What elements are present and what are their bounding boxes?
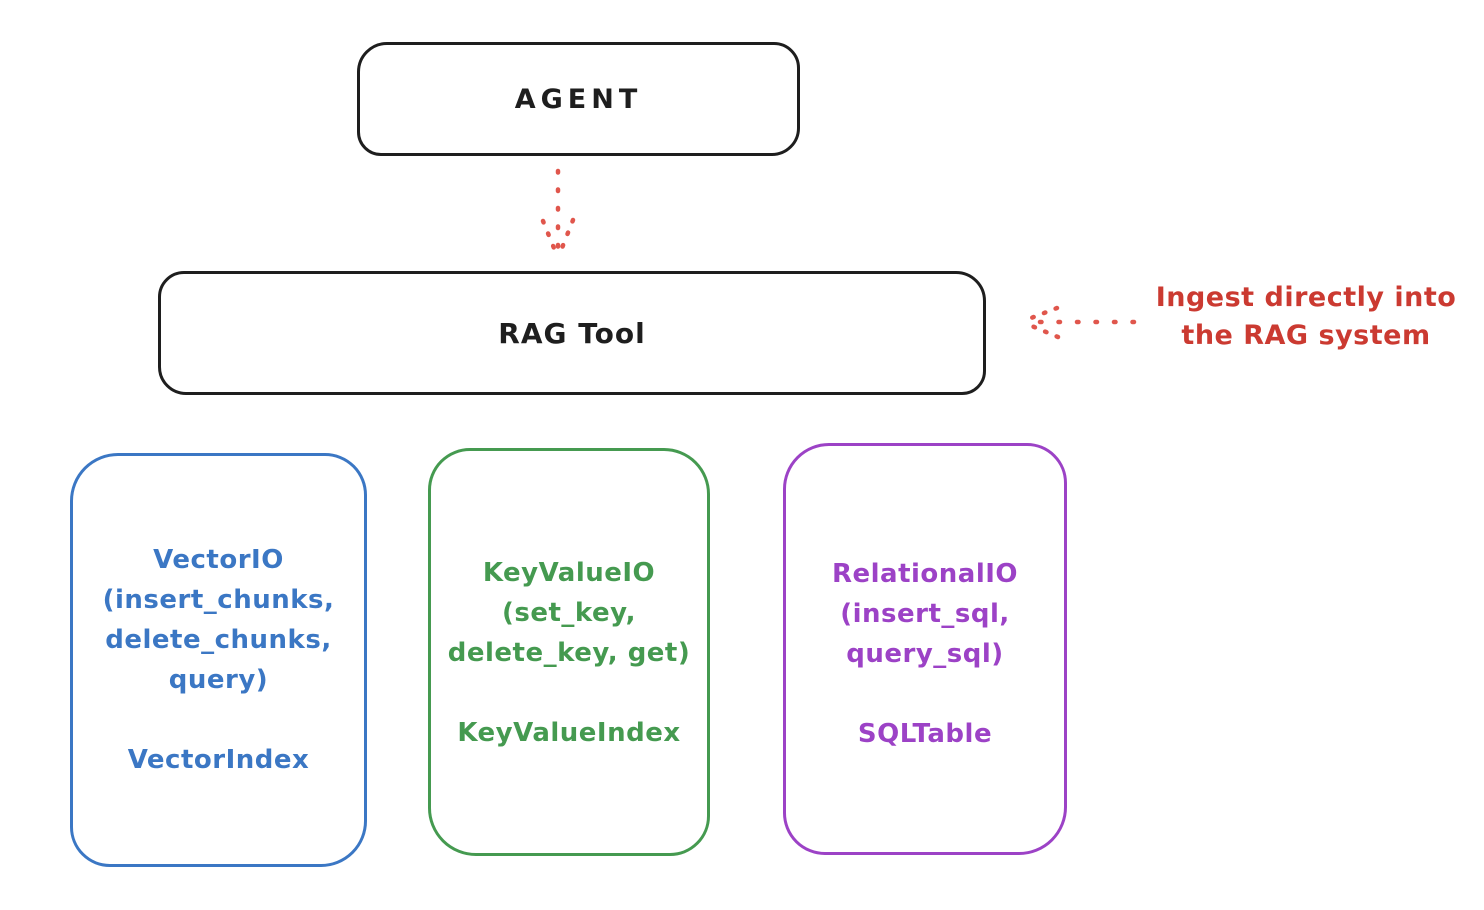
agent-node: AGENT <box>357 42 800 156</box>
keyvalue-index-label: KeyValueIndex <box>457 718 681 748</box>
ingest-annotation-line: the RAG system <box>1181 320 1431 351</box>
vector-io-line: query) <box>168 665 269 695</box>
rag-tool-node: RAG Tool <box>158 271 986 395</box>
agent-to-ragtool-arrow-icon <box>540 168 576 259</box>
keyvalue-io-line: delete_key, get) <box>447 638 691 668</box>
keyvalue-io-line: (set_key, <box>502 598 636 628</box>
ingest-annotation: Ingest directly into the RAG system <box>1138 279 1474 355</box>
rag-tool-label: RAG Tool <box>498 316 646 350</box>
relational-io-line: RelationalIO <box>831 559 1019 589</box>
relational-io-line: (insert_sql, <box>840 599 1010 629</box>
annotation-to-ragtool-arrow-icon <box>1023 305 1139 340</box>
sql-table-label: SQLTable <box>857 719 993 749</box>
vector-io-line: delete_chunks, <box>105 625 332 655</box>
vector-index-label: VectorIndex <box>127 745 310 775</box>
ingest-annotation-line: Ingest directly into <box>1155 282 1457 313</box>
vector-io-line: VectorIO <box>153 545 284 575</box>
relational-io-line: query_sql) <box>846 639 1004 669</box>
keyvalue-io-node: KeyValueIO (set_key, delete_key, get) Ke… <box>428 448 710 856</box>
vector-io-node: VectorIO (insert_chunks, delete_chunks, … <box>70 453 367 867</box>
vector-io-line: (insert_chunks, <box>102 585 335 615</box>
relational-io-node: RelationalIO (insert_sql, query_sql) SQL… <box>783 443 1067 855</box>
keyvalue-io-line: KeyValueIO <box>482 558 656 588</box>
agent-label: AGENT <box>514 83 643 115</box>
